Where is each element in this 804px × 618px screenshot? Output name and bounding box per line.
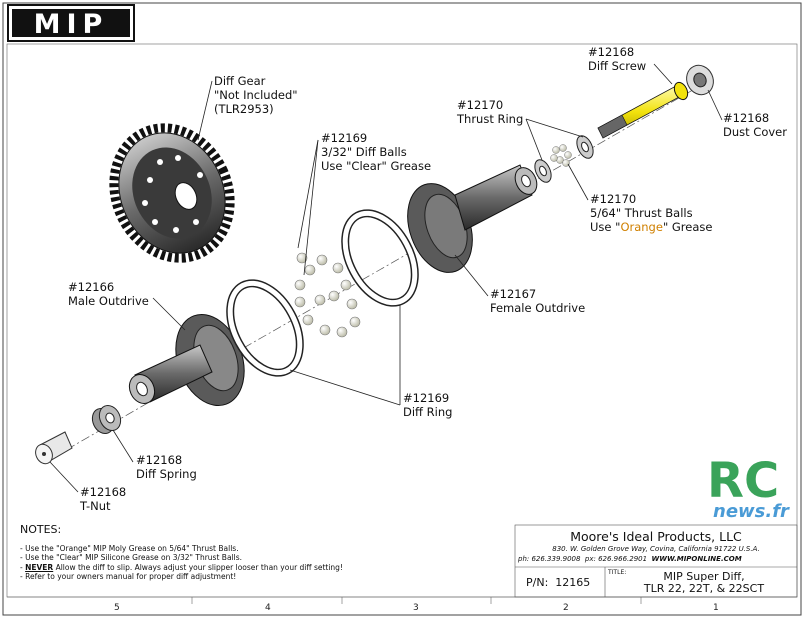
male-outdrive bbox=[128, 313, 245, 407]
note-line: - NEVER Allow the diff to slip. Always a… bbox=[20, 562, 343, 572]
t-nut bbox=[35, 431, 73, 465]
phone-number: ph: 626.339.9008 bbox=[518, 555, 581, 563]
company-contact: ph: 626.339.9008 px: 626.966.2901 WWW.MI… bbox=[518, 555, 798, 563]
fax-number: px: 626.966.2901 bbox=[584, 555, 648, 563]
svg-text:RC: RC bbox=[707, 453, 779, 509]
female-outdrive bbox=[407, 164, 538, 273]
note-line: - Refer to your owners manual for proper… bbox=[20, 572, 237, 582]
orange-grease-label: Orange bbox=[620, 220, 663, 234]
notes-heading: NOTES: bbox=[20, 523, 62, 536]
thrust-balls bbox=[550, 144, 572, 167]
zone-label: 5 bbox=[114, 603, 120, 613]
zone-label: 1 bbox=[713, 603, 719, 613]
note-line: - Use the "Orange" MIP Moly Grease on 5/… bbox=[20, 543, 239, 553]
diff-gear bbox=[109, 123, 235, 263]
callout-diff-gear: Diff Gear"Not Included"(TLR2953) bbox=[214, 74, 298, 116]
diff-balls bbox=[294, 252, 361, 338]
svg-text:MIP: MIP bbox=[34, 9, 109, 40]
leader-lines bbox=[49, 63, 723, 493]
note-line: - Use the "Clear" MIP Silicone Grease on… bbox=[20, 553, 242, 563]
title-block-lines bbox=[514, 524, 798, 598]
title-label: TITLE: bbox=[608, 569, 627, 576]
pn-value: 12165 bbox=[555, 576, 591, 589]
drawing-title: MIP Super Diff,TLR 22, 22T, & 22SCT bbox=[643, 570, 765, 595]
zone-label: 2 bbox=[563, 603, 569, 613]
pn-label: P/N: bbox=[526, 576, 549, 589]
website: WWW.MIPONLINE.COM bbox=[651, 555, 742, 563]
rcnews-watermark: RC news.fr bbox=[707, 453, 790, 522]
diff-spring bbox=[91, 404, 122, 435]
mip-logo: MIP bbox=[7, 4, 135, 42]
part-number: P/N: 12165 bbox=[526, 576, 590, 589]
inner-border bbox=[6, 43, 798, 598]
company-address: 830. W. Golden Grove Way, Covina, Califo… bbox=[552, 545, 760, 553]
dust-cover bbox=[686, 64, 714, 96]
svg-text:news.fr: news.fr bbox=[713, 501, 790, 522]
notes-block: NOTES: - Use the "Orange" MIP Moly Greas… bbox=[20, 523, 343, 582]
callout-thrust-balls: #12170 5/64" Thrust Balls Use "Orange" G… bbox=[590, 192, 713, 234]
zone-label: 4 bbox=[265, 603, 271, 613]
company-name: Moore's Ideal Products, LLC bbox=[570, 529, 742, 544]
thrust-ring bbox=[534, 135, 594, 183]
zone-label: 3 bbox=[413, 603, 419, 613]
diff-screw bbox=[597, 81, 689, 139]
